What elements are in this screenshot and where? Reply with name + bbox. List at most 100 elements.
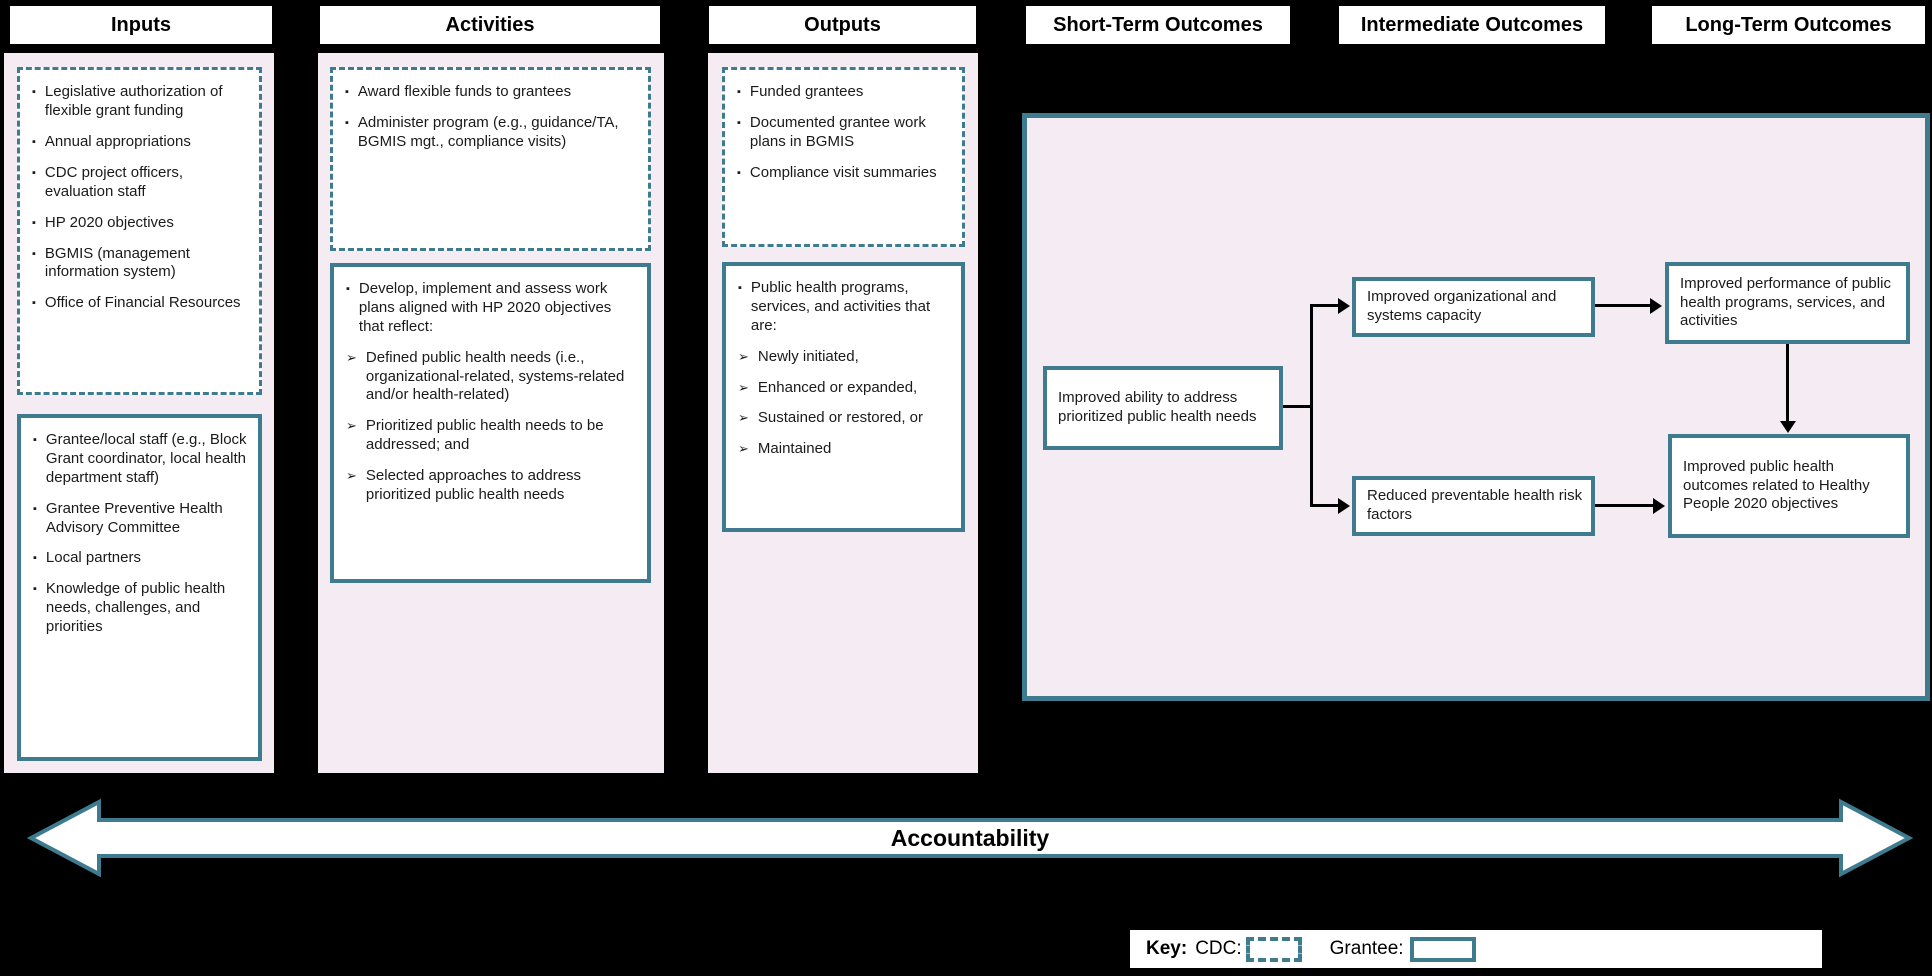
key-label: Key:: [1146, 938, 1188, 959]
list-item: ▪ HP 2020 objectives: [32, 214, 249, 233]
column-header-inputs: Inputs: [10, 6, 272, 44]
list-item: ▪ Compliance visit summaries: [737, 164, 952, 183]
inputs-cdc-box: ▪ Legislative authorization of flexible g…: [17, 67, 262, 395]
connector-line: [1310, 304, 1340, 307]
intermediate-outcome-box-1: Improved organizational and systems capa…: [1352, 277, 1595, 337]
arrow-bullet-icon: ➢: [346, 468, 357, 484]
column-header-long-term: Long-Term Outcomes: [1652, 6, 1925, 44]
list-item-text: Knowledge of public health needs, challe…: [45, 580, 226, 636]
outcome-text: Improved organizational and systems capa…: [1367, 288, 1557, 324]
list-item-text: Maintained: [757, 440, 832, 458]
square-bullet-icon: ▪: [33, 434, 37, 446]
square-bullet-icon: ▪: [32, 166, 36, 179]
key-legend: Key: CDC: Grantee:: [1130, 930, 1822, 968]
inputs-panel: ▪ Legislative authorization of flexible g…: [4, 53, 274, 773]
list-item-text: Legislative authorization of flexible gr…: [44, 83, 223, 119]
list-item-text: Sustained or restored, or: [757, 409, 923, 427]
connector-line: [1310, 504, 1340, 507]
square-bullet-icon: ▪: [737, 166, 741, 179]
list-item: ➢Enhanced or expanded,: [738, 379, 951, 398]
square-bullet-icon: ▪: [32, 135, 36, 148]
intermediate-outcome-box-2: Reduced preventable health risk factors: [1352, 476, 1595, 536]
connector-line: [1283, 405, 1312, 408]
column-header-activities: Activities: [320, 6, 660, 44]
outputs-panel: ▪Funded grantees ▪Documented grantee wor…: [708, 53, 978, 773]
list-item: ▪ Grantee Preventive Health Advisory Comm…: [33, 500, 248, 538]
square-bullet-icon: ▪: [33, 502, 37, 515]
outputs-grantee-box: ▪ Public health programs, services, and a…: [722, 262, 965, 532]
list-item-text: Public health programs, services, and ac…: [750, 279, 931, 334]
list-item: ➢ Newly initiated,: [738, 348, 951, 367]
list-item: ➢ Maintained: [738, 440, 951, 459]
list-item: ▪Documented grantee work plans in BGMIS: [737, 114, 952, 152]
list-item: ➢ Defined public health needs (i.e., orga…: [346, 349, 637, 406]
list-item-text: CDC project officers, evaluation staff: [44, 163, 184, 200]
square-bullet-icon: ▪: [33, 552, 37, 565]
list-item-text: Administer program (e.g., guidance/TA, B…: [357, 114, 619, 150]
arrow-bullet-icon: ➢: [346, 418, 357, 434]
column-header-short-term: Short-Term Outcomes: [1026, 6, 1290, 44]
square-bullet-icon: ▪: [737, 86, 741, 98]
list-item-text: BGMIS (management information system): [44, 244, 190, 281]
square-bullet-icon: ▪: [32, 216, 36, 229]
list-item-text: Award flexible funds to grantees: [357, 83, 572, 100]
activities-cdc-box: ▪ Award flexible funds to grantees ▪Admin…: [330, 67, 651, 251]
arrowhead-icon: [1650, 298, 1662, 314]
list-item-text: Defined public health needs (i.e., organ…: [365, 348, 625, 404]
double-arrow-icon: [26, 798, 1914, 878]
list-item-text: HP 2020 objectives: [44, 213, 174, 231]
connector-line: [1310, 304, 1313, 507]
square-bullet-icon: ▪: [345, 86, 349, 98]
list-item: ▪ Grantee/local staff (e.g., Block Grant …: [33, 431, 248, 488]
list-item: ➢Prioritized public health needs to be a…: [346, 417, 637, 455]
list-item-text: Office of Financial Resources: [44, 294, 241, 312]
list-item: ▪Legislative authorization of flexible g…: [32, 83, 249, 121]
key-cdc-label: CDC:: [1195, 938, 1242, 959]
cdc-dashed-swatch-icon: [1245, 936, 1302, 962]
key-grantee-label: Grantee:: [1329, 938, 1404, 959]
list-item: ▪ Award flexible funds to grantees: [345, 83, 638, 102]
square-bullet-icon: ▪: [738, 282, 742, 294]
connector-line: [1595, 504, 1653, 507]
accountability-arrow: Accountability: [25, 792, 1915, 884]
list-item-text: Documented grantee work plans in BGMIS: [749, 114, 926, 150]
list-item: ▪Office of Financial Resources: [32, 294, 249, 313]
outcome-text: Reduced preventable health risk factors: [1367, 487, 1583, 523]
list-item: ▪ Knowledge of public health needs, chall…: [33, 580, 248, 637]
list-item: ▪BGMIS (management information system): [32, 245, 249, 283]
list-item-text: Grantee Preventive Health Advisory Commi…: [45, 499, 223, 536]
inputs-grantee-box: ▪ Grantee/local staff (e.g., Block Grant …: [17, 414, 262, 761]
column-header-intermediate: Intermediate Outcomes: [1339, 6, 1605, 44]
list-item-text: Newly initiated,: [757, 347, 859, 365]
outcome-text: Improved ability to address prioritized …: [1058, 389, 1257, 425]
arrowhead-icon: [1780, 421, 1796, 433]
outputs-cdc-box: ▪Funded grantees ▪Documented grantee wor…: [722, 67, 965, 247]
arrow-bullet-icon: ➢: [738, 441, 749, 457]
list-item: ▪Administer program (e.g., guidance/TA, …: [345, 114, 638, 152]
list-item-text: Compliance visit summaries: [749, 163, 937, 181]
list-item: ▪Local partners: [33, 549, 248, 568]
list-item-text: Selected approaches to address prioritiz…: [365, 467, 582, 504]
arrow-bullet-icon: ➢: [346, 349, 357, 365]
list-item: ▪Annual appropriations: [32, 133, 249, 152]
arrow-bullet-icon: ➢: [738, 348, 749, 364]
arrowhead-icon: [1338, 298, 1350, 314]
activities-panel: ▪Award flexible funds to grantees ▪Admin…: [318, 53, 664, 773]
long-term-outcome-box-1: Improved performance of public health pr…: [1665, 262, 1910, 344]
arrowhead-icon: [1653, 498, 1665, 514]
short-term-outcome-box: Improved ability to address prioritized …: [1043, 366, 1283, 450]
list-item: ▪ Develop, implement and assess work plan…: [346, 280, 637, 337]
connector-line: [1595, 304, 1650, 307]
list-item: ▪ Public health programs, services, and a…: [738, 279, 951, 336]
arrow-bullet-icon: ➢: [738, 379, 749, 395]
list-item: ➢ Selected approaches to address prioriti…: [346, 467, 637, 505]
list-item-text: Funded grantees: [749, 83, 864, 100]
list-item-text: Develop, implement and assess work plans…: [358, 280, 612, 335]
activities-grantee-box: ▪ Develop, implement and assess work plan…: [330, 263, 651, 583]
square-bullet-icon: ▪: [33, 583, 37, 596]
list-item: ▪ CDC project officers, evaluation staff: [32, 164, 249, 202]
square-bullet-icon: ▪: [346, 283, 350, 295]
list-item: ➢Sustained or restored, or: [738, 409, 951, 428]
list-item-text: Grantee/local staff (e.g., Block Grant c…: [45, 431, 247, 486]
grantee-solid-swatch-icon: [1409, 936, 1476, 962]
